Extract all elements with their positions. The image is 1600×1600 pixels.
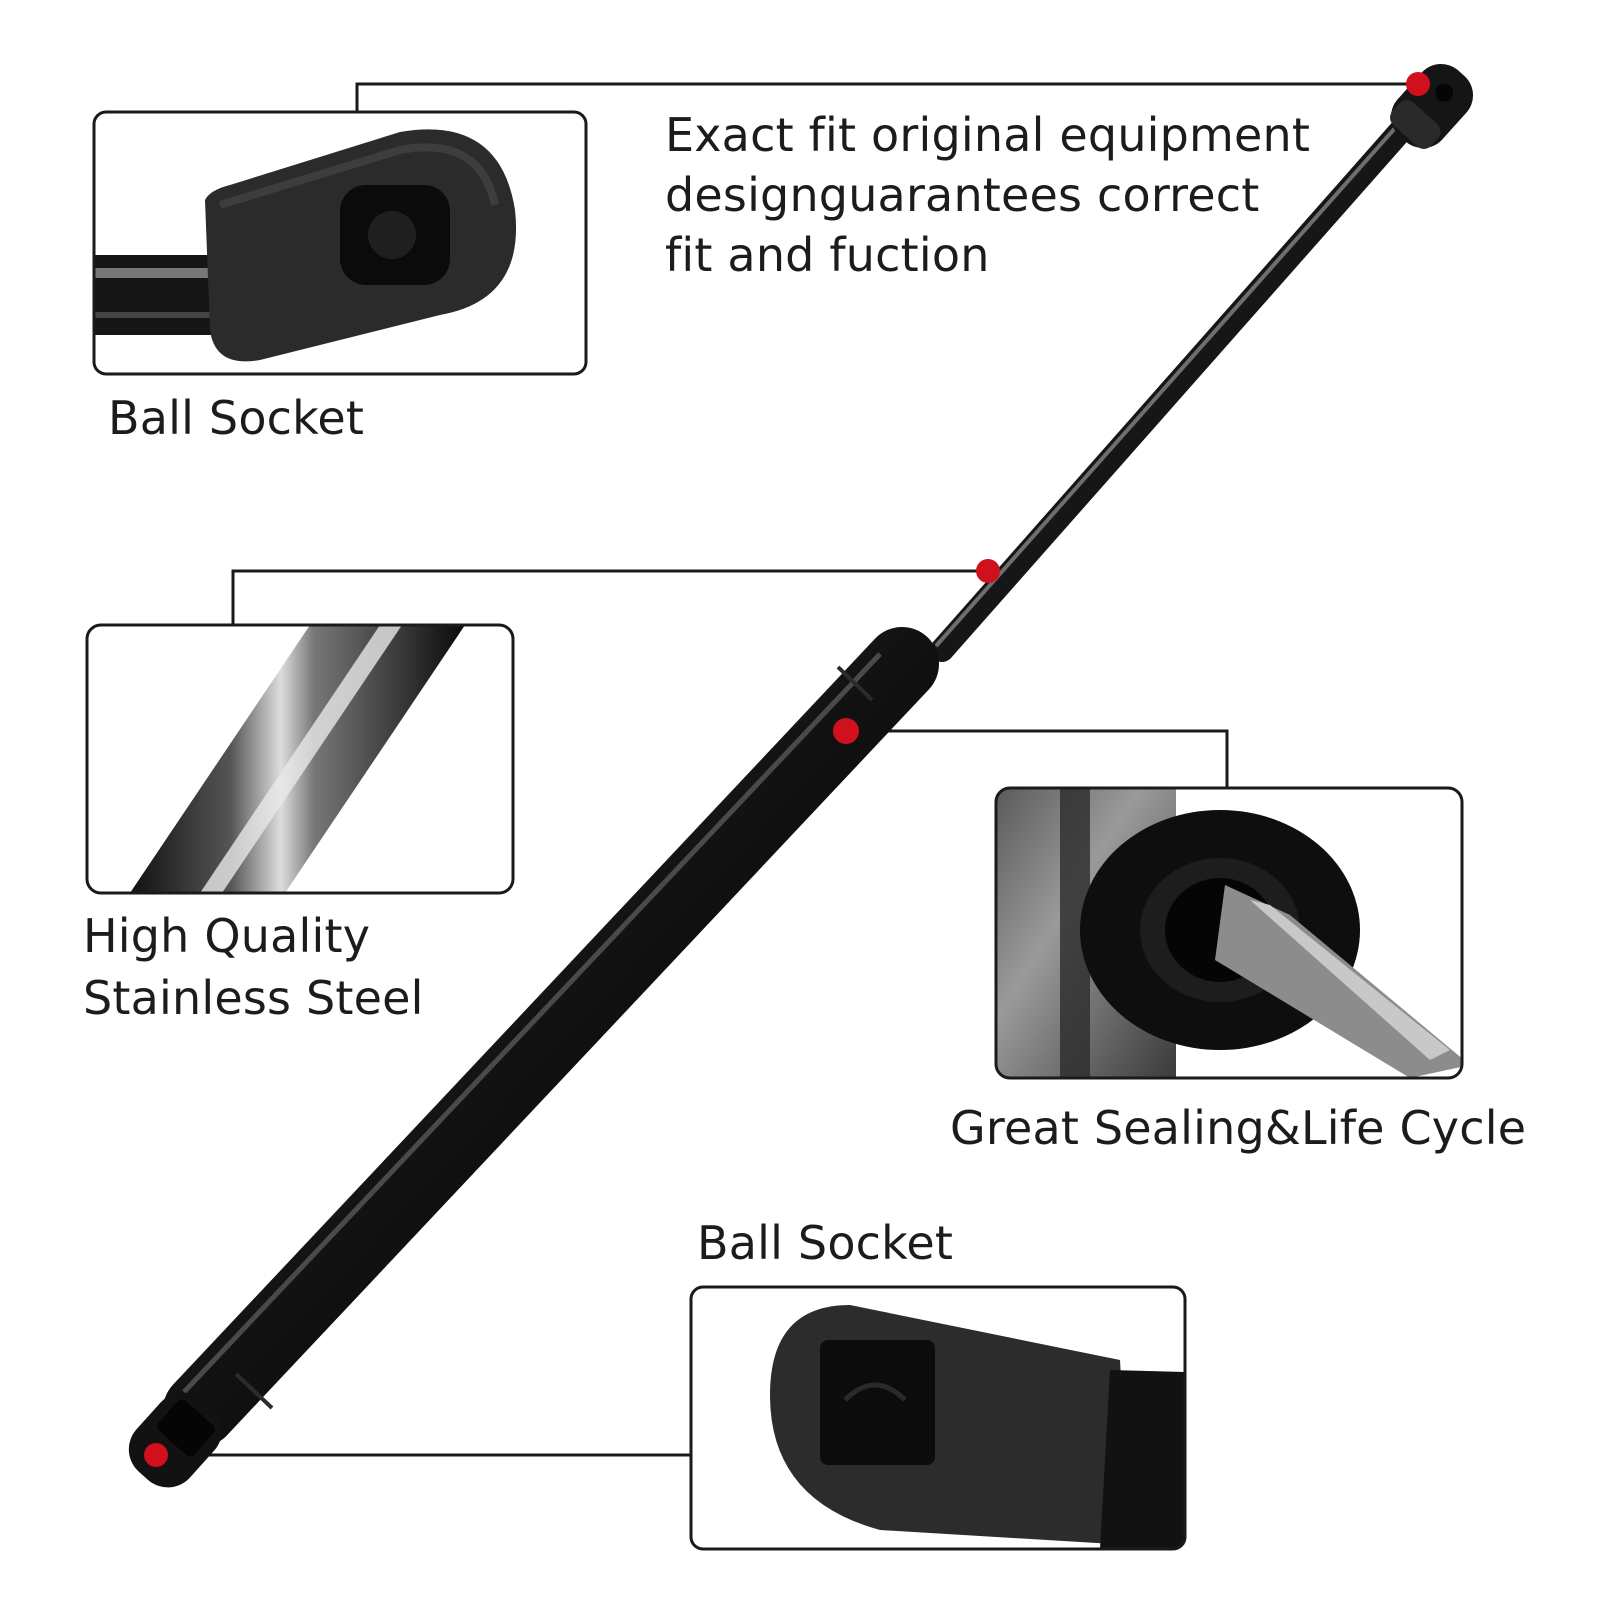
inset-ball-socket-bottom bbox=[689, 1285, 1187, 1551]
inset-stainless-steel bbox=[85, 623, 515, 895]
stainless-steel-line-1: High Quality bbox=[83, 909, 371, 963]
sealing-label: Great Sealing&Life Cycle bbox=[950, 1101, 1527, 1155]
piston-rod bbox=[930, 106, 1424, 662]
inset-ball-socket-top bbox=[92, 110, 588, 376]
cylinder-body bbox=[163, 627, 939, 1447]
inset-sealing bbox=[994, 786, 1464, 1080]
stainless-steel-line-2: Stainless Steel bbox=[83, 971, 424, 1025]
ball-socket-bottom-label: Ball Socket bbox=[697, 1216, 954, 1270]
connector-lines bbox=[156, 82, 1418, 1457]
fit-description-line-3: fit and fuction bbox=[665, 228, 990, 282]
fit-description-line-1: Exact fit original equipment bbox=[665, 108, 1311, 162]
marker-rod bbox=[976, 559, 1000, 583]
fit-description-line-2: designguarantees correct bbox=[665, 168, 1260, 222]
stainless-steel-label: High Quality Stainless Steel bbox=[83, 906, 424, 1030]
connector-stainless-steel bbox=[231, 569, 988, 625]
callout-markers bbox=[144, 72, 1430, 1467]
connector-sealing bbox=[850, 729, 1229, 788]
marker-bottom-fitting bbox=[144, 1443, 168, 1467]
connector-ball-socket-top bbox=[355, 82, 1418, 112]
marker-seal bbox=[833, 718, 859, 744]
ball-socket-top-label: Ball Socket bbox=[108, 391, 365, 445]
fit-description: Exact fit original equipment designguara… bbox=[665, 105, 1310, 285]
gas-strut bbox=[128, 63, 1474, 1488]
marker-top-fitting bbox=[1406, 72, 1430, 96]
